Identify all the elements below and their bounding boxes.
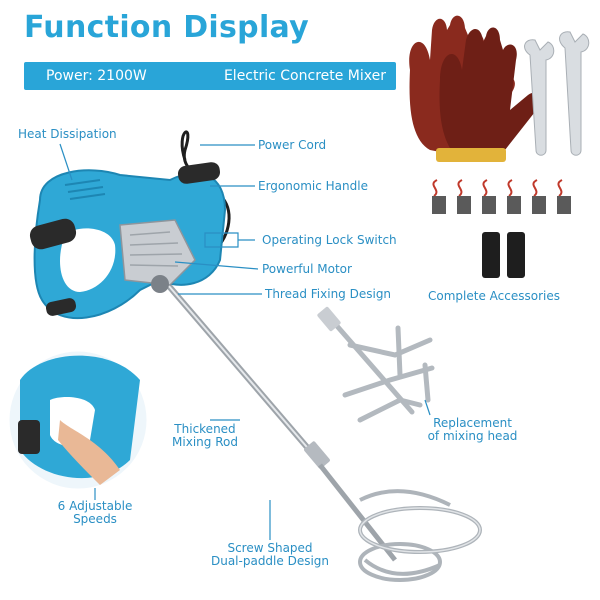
handle-closeup-inset xyxy=(6,348,150,492)
label-replacement-line1: Replacement xyxy=(433,416,512,430)
label-adjustable-speeds: 6 Adjustable Speeds xyxy=(40,500,150,526)
callout-lines xyxy=(59,143,431,540)
wrenches xyxy=(524,31,590,156)
label-replacement-line2: of mixing head xyxy=(427,429,518,443)
label-replacement-head: Replacement of mixing head xyxy=(410,417,535,443)
label-powerful-motor: Powerful Motor xyxy=(262,262,352,276)
label-operating-lock-switch: Operating Lock Switch xyxy=(262,233,397,247)
label-paddle-line2: Dual-paddle Design xyxy=(210,554,330,568)
label-speeds-line2: Speeds xyxy=(73,512,117,526)
label-power-cord: Power Cord xyxy=(258,138,327,152)
label-thickened-line2: Mixing Rod xyxy=(172,435,238,449)
label-thickened-mixing-rod: Thickened Mixing Rod xyxy=(165,423,245,449)
label-complete-accessories: Complete Accessories xyxy=(428,289,560,303)
power-spec: Power: 2100W xyxy=(46,68,147,84)
label-thickened-line1: Thickened xyxy=(174,422,236,436)
rubber-sleeves xyxy=(482,232,525,278)
replacement-mixing-head xyxy=(317,306,435,423)
label-screw-paddle: Screw Shaped Dual-paddle Design xyxy=(195,542,345,568)
mixer-body xyxy=(29,130,231,320)
screw-paddle xyxy=(358,489,482,582)
label-paddle-line1: Screw Shaped xyxy=(227,541,313,555)
product-name: Electric Concrete Mixer xyxy=(223,68,386,84)
gloves xyxy=(409,15,542,162)
label-heat-dissipation: Heat Dissipation xyxy=(18,127,117,141)
label-ergonomic-handle: Ergonomic Handle xyxy=(258,179,368,193)
spec-banner: Power: 2100W Electric Concrete Mixer xyxy=(24,62,396,90)
label-thread-fixing-design: Thread Fixing Design xyxy=(265,287,392,301)
label-speeds-line1: 6 Adjustable xyxy=(57,499,133,513)
carbon-brushes xyxy=(432,179,571,214)
page-title: Function Display xyxy=(24,10,310,45)
